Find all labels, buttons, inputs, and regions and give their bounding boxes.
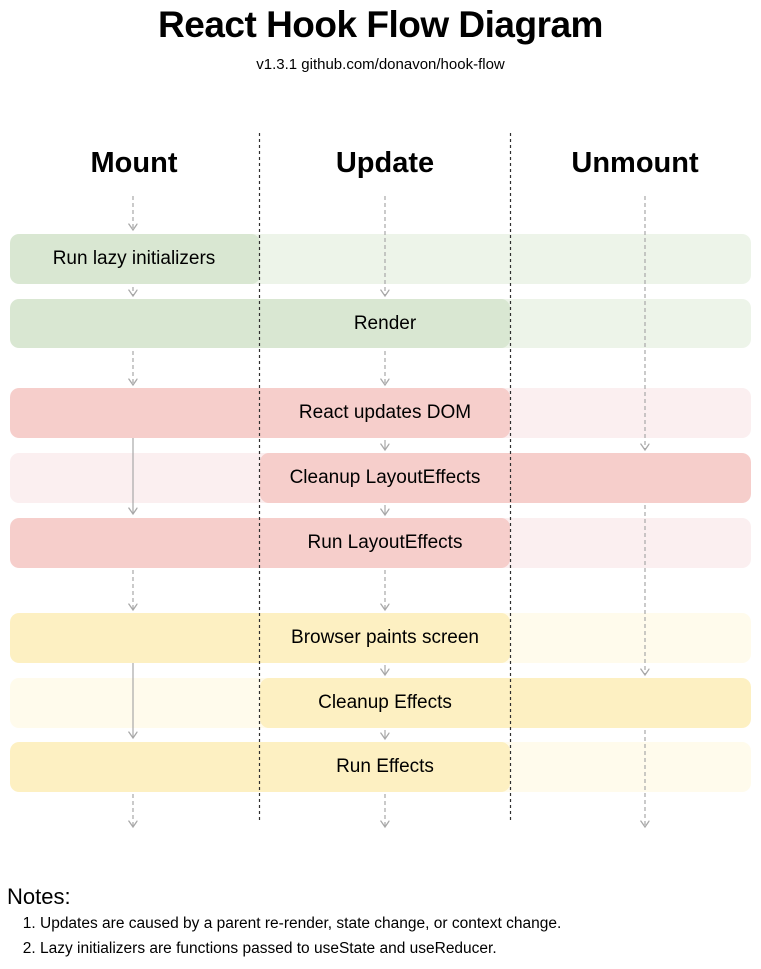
flow-step-label: Cleanup Effects [318,692,452,713]
flow-step-active-band [10,742,510,792]
flow-step-active-band [10,234,260,284]
flow-step-row: React updates DOM [10,388,751,438]
flow-step-row: Browser paints screen [10,613,751,663]
flow-step-row: Run Effects [10,742,751,792]
note-item: Lazy initializers are functions passed t… [40,936,561,961]
note-item: Updates are caused by a parent re-render… [40,911,561,936]
flow-step-label: Run lazy initializers [52,248,216,269]
notes-heading: Notes: [7,884,71,909]
flow-step-row: Cleanup Effects [10,678,751,728]
flow-step-active-band [260,678,751,728]
column-header-mount: Mount [90,147,178,179]
flow-step-label: Render [353,312,417,334]
page-subtitle: v1.3.1 github.com/donavon/hook-flow [256,56,505,73]
flow-step-label: Run Effects [336,756,434,777]
flow-step-label: React updates DOM [298,402,472,423]
flow-step-active-band [10,299,510,348]
flow-step-row: Run lazy initializers [10,234,751,284]
column-header-update: Update [335,147,435,179]
flow-step-row: Run LayoutEffects [10,518,751,568]
flow-step-row: Render [10,299,751,348]
column-header-unmount: Unmount [571,147,699,179]
flow-step-active-band [260,453,751,503]
notes-list: Updates are caused by a parent re-render… [10,911,561,961]
flow-step-label: Browser paints screen [291,627,479,648]
flow-step-row: Cleanup LayoutEffects [10,453,751,503]
page-title: React Hook Flow Diagram [158,4,603,45]
flow-step-label: Cleanup LayoutEffects [289,467,481,488]
flow-step-label: Run LayoutEffects [307,532,463,553]
